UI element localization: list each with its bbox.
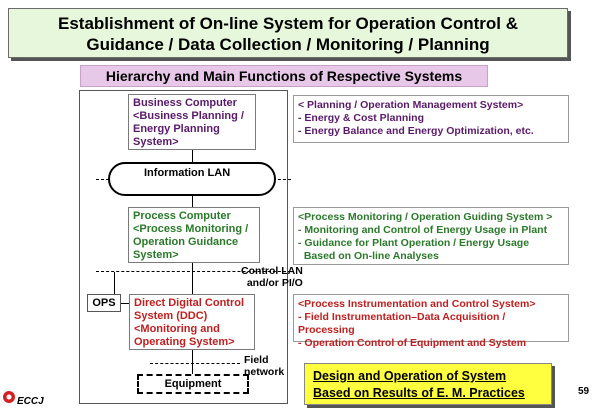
information-lan: Information LAN	[108, 162, 276, 196]
hierarchy-frame	[79, 90, 288, 404]
monitoring-item: Based on On-line Analyses	[298, 250, 439, 262]
instrumentation-item: - Operation Control of Equipment and Sys…	[298, 337, 527, 349]
business-computer-name: Business Computer	[133, 97, 237, 109]
vertical-connector-ops	[114, 272, 115, 294]
planning-header: < Planning / Operation Management System…	[298, 99, 524, 111]
business-computer-line3: Energy Planning	[133, 123, 220, 135]
monitoring-header: <Process Monitoring / Operation Guiding …	[298, 211, 553, 223]
design-line2: Based on Results of E. M. Practices	[313, 386, 525, 400]
equipment-box: Equipment	[137, 374, 249, 394]
planning-item: - Energy & Cost Planning	[298, 112, 425, 124]
field-network-line2: network	[244, 366, 285, 378]
control-lan-line1: Control LAN	[241, 265, 303, 277]
business-computer-line2: <Business Planning /	[133, 110, 244, 122]
field-network-line1: Field	[244, 354, 269, 366]
planning-functions-box: < Planning / Operation Management System…	[293, 95, 569, 143]
information-lan-label: Information LAN	[144, 167, 231, 179]
business-computer-node: Business Computer <Business Planning / E…	[128, 94, 256, 150]
eccj-logo-icon	[2, 390, 16, 404]
org-name: ECCJ	[17, 396, 44, 407]
planning-item: - Energy Balance and Energy Optimization…	[298, 125, 534, 137]
ops-ddc-connector	[121, 303, 129, 304]
title-line-1: Establishment of On-line System for Oper…	[58, 14, 518, 33]
control-lan-label: Control LAN and/or PI/O	[241, 265, 303, 289]
instrumentation-header: <Process Instrumentation and Control Sys…	[298, 298, 536, 310]
title-line-2: Guidance / Data Collection / Monitoring …	[86, 35, 490, 54]
process-computer-node: Process Computer <Process Monitoring / O…	[128, 207, 260, 263]
subtitle: Hierarchy and Main Functions of Respecti…	[80, 65, 488, 87]
process-computer-line3: Operation Guidance	[133, 236, 239, 248]
monitoring-item: - Guidance for Plant Operation / Energy …	[298, 237, 530, 249]
business-computer-line4: System>	[133, 136, 179, 148]
control-lan-line2: and/or PI/O	[246, 277, 303, 289]
instrumentation-functions-box: <Process Instrumentation and Control Sys…	[293, 294, 569, 349]
instrumentation-item: - Field Instrumentation–Data Acquisition…	[298, 311, 506, 336]
page-title: Establishment of On-line System for Oper…	[8, 8, 568, 58]
ddc-name: Direct Digital Control	[134, 297, 245, 309]
design-note: Design and Operation of System Based on …	[304, 363, 552, 405]
process-computer-line2: <Process Monitoring /	[133, 223, 249, 235]
ddc-line3: <Monitoring and	[134, 323, 220, 335]
control-lan-line	[96, 271, 291, 272]
equipment-label: Equipment	[164, 378, 222, 390]
ddc-node: Direct Digital Control System (DDC) <Mon…	[129, 294, 255, 350]
field-network-label: Field network	[244, 354, 284, 378]
field-network-line	[150, 363, 240, 364]
ops-box: OPS	[87, 294, 121, 312]
monitoring-item: - Monitoring and Control of Energy Usage…	[298, 224, 548, 236]
design-line1: Design and Operation of System	[313, 369, 507, 383]
process-computer-line4: System>	[133, 249, 179, 261]
ddc-line2: System (DDC)	[134, 310, 208, 322]
ops-label: OPS	[92, 297, 116, 309]
ddc-line4: Operating System>	[134, 336, 235, 348]
page-number: 59	[578, 386, 590, 397]
process-computer-name: Process Computer	[133, 210, 231, 222]
monitoring-functions-box: <Process Monitoring / Operation Guiding …	[293, 207, 569, 265]
